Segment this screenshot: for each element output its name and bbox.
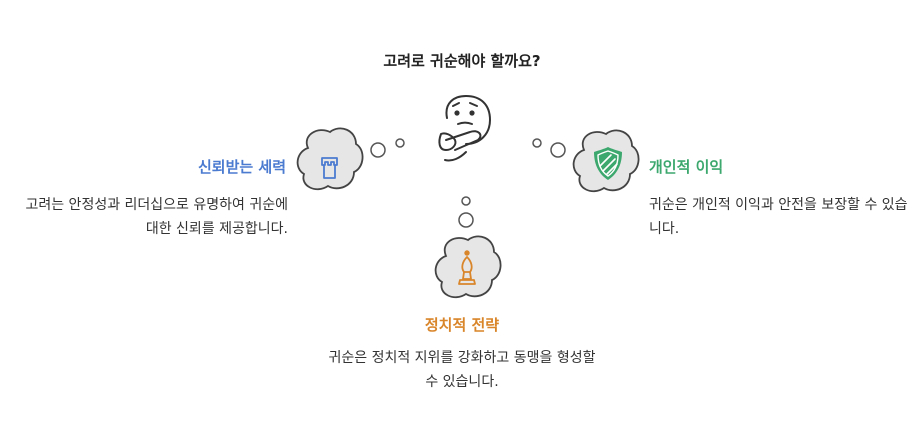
heading-trusted-power: 신뢰받는 세력 (197, 158, 286, 176)
cloud-right (572, 129, 640, 193)
cloud-bottom (434, 235, 502, 299)
text-personal-benefit: 귀순은 개인적 이익과 안전을 보장할 수 있습니다. (649, 197, 908, 237)
thinking-face-icon (438, 95, 491, 162)
chess-bishop-icon (458, 250, 476, 285)
thought-dots-right (532, 138, 566, 158)
text-political-strategy: 귀순은 정치적 지위를 강화하고 동맹을 형성할 수 있습니다. (0, 346, 924, 394)
heading-political-strategy: 정치적 전략 (424, 316, 500, 334)
diagram-title: 고려로 귀순해야 할까요? (383, 52, 541, 70)
shield-icon (594, 147, 622, 180)
heading-personal-benefit: 개인적 이익 (649, 158, 724, 176)
text-trusted-power: 고려는 안정성과 리더십으로 유명하여 귀순에 대한 신뢰를 제공합니다. (25, 197, 288, 237)
castle-tower-icon (321, 157, 338, 179)
cloud-left (296, 127, 364, 191)
bottom-text-wrap: 귀순은 정치적 지위를 강화하고 동맹을 형성할 수 있습니다. (328, 350, 596, 390)
thought-dots-bottom (458, 196, 474, 228)
thought-dots-left (370, 138, 405, 158)
